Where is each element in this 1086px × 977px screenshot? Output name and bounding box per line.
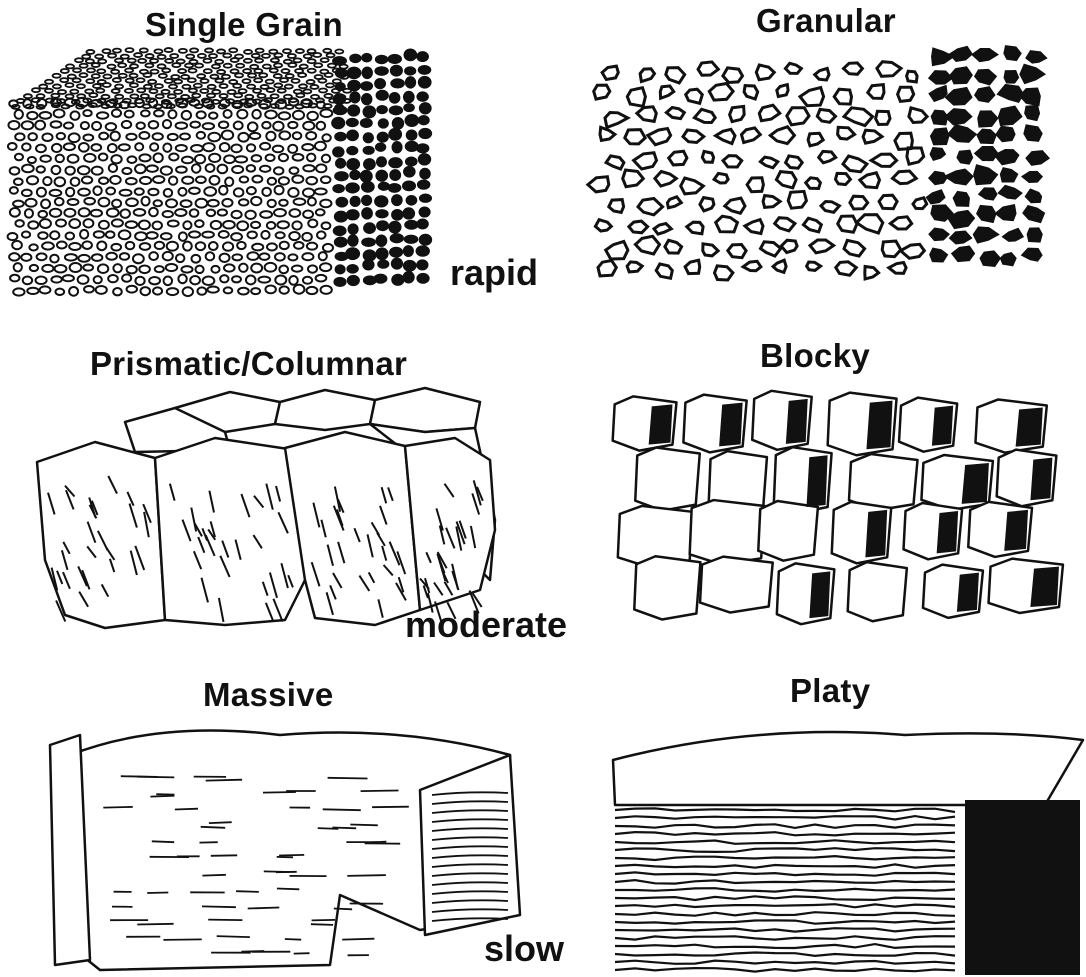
platy-illustration <box>605 715 1085 977</box>
blocky-illustration <box>600 365 1075 625</box>
single-grain-illustration <box>0 40 440 305</box>
massive-illustration <box>40 715 535 977</box>
platy-title: Platy <box>790 672 870 710</box>
massive-title: Massive <box>203 676 334 714</box>
prismatic-columnar-title: Prismatic/Columnar <box>90 345 407 383</box>
granular-title: Granular <box>756 2 896 40</box>
rate-label-rapid: rapid <box>450 252 538 294</box>
single-grain-title: Single Grain <box>145 6 343 44</box>
prismatic-columnar-illustration <box>25 380 510 635</box>
granular-illustration <box>575 38 1055 288</box>
